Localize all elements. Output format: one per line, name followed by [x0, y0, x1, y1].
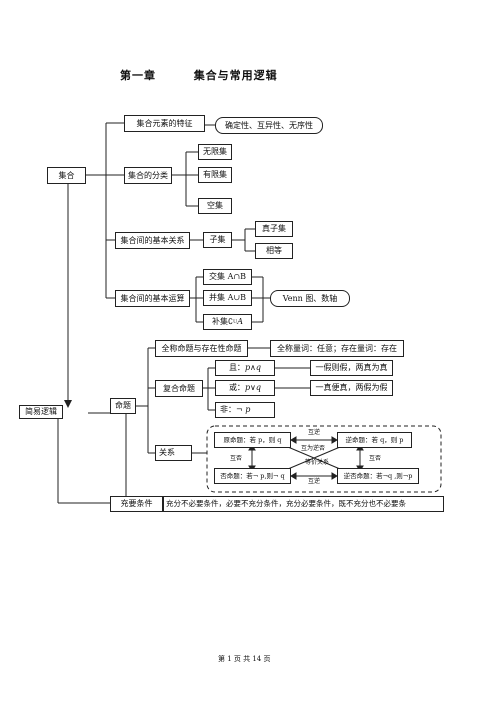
chapter-number: 第一章: [120, 69, 156, 82]
subset-node: 子集: [203, 232, 232, 248]
equal-sets-node: 相等: [255, 243, 293, 259]
arrowhead: [331, 472, 338, 480]
arrow: [287, 446, 341, 470]
venn-diagram-node: Venn 图、数轴: [270, 290, 350, 307]
conditions-detail-node: 充分不必要条件，必要不充分条件，充分必要条件，既不充分也不必要条: [163, 496, 444, 512]
converse-proposition: 逆命题：若 q，则 p: [337, 432, 412, 448]
set-classification-node: 集合的分类: [124, 167, 172, 184]
not-label: 非：: [220, 405, 236, 414]
arrowhead: [290, 436, 297, 444]
contrapositive-pair-label: 互为逆否: [301, 445, 326, 452]
and-expression: p∧q: [244, 363, 262, 372]
mutual-converse-top-label: 互逆: [308, 429, 321, 436]
not-expression: ¬ p: [236, 405, 251, 414]
chapter-title: 第一章 集合与常用逻辑: [120, 67, 278, 83]
inverse-proposition: 否命题：若¬ p,则¬ q: [214, 468, 291, 484]
arrowhead: [64, 400, 72, 408]
proposition-node: 命题: [110, 398, 136, 414]
mutual-negation-right-label: 互否: [369, 455, 382, 462]
intersection-node: 交集 A∩B: [203, 269, 252, 285]
or-node: 或：p∨q: [215, 380, 275, 396]
chapter-name: 集合与常用逻辑: [193, 69, 278, 82]
set-operations-node: 集合间的基本运算: [115, 290, 190, 307]
contrapositive-proposition: 逆否命题：若¬q ,则¬p: [337, 468, 419, 484]
infinite-set-node: 无限集: [198, 144, 232, 160]
compound-proposition-node: 复合命题: [155, 380, 203, 397]
logic-root-node: 简易逻辑: [19, 405, 63, 419]
mutual-negation-left-label: 互否: [230, 455, 243, 462]
and-label: 且：: [228, 363, 245, 372]
quantifier-proposition-node: 全称命题与存在性命题: [155, 340, 248, 357]
quantifiers-node: 全称量词：任意；存在量词：存在: [270, 340, 404, 357]
equivalence-label: 等价关系: [305, 459, 330, 466]
and-rule-node: 一假则假，两真为真: [310, 360, 393, 376]
not-node: 非：¬ p: [215, 402, 275, 418]
empty-set-node: 空集: [198, 198, 232, 214]
and-node: 且：p∧q: [215, 360, 275, 376]
set-relations-node: 集合间的基本关系: [115, 232, 190, 249]
set-features-detail: 确定性、互异性、无序性: [215, 117, 323, 134]
arrowhead: [331, 436, 338, 444]
finite-set-node: 有限集: [198, 167, 232, 183]
relations-frame: [206, 425, 442, 493]
complement-universe: U: [233, 318, 238, 325]
mutual-converse-bottom-label: 互逆: [308, 478, 321, 485]
original-proposition: 原命题：若 p，则 q: [214, 432, 291, 448]
complement-var: A: [237, 317, 244, 326]
page-footer: 第 1 页 共 14 页: [218, 655, 271, 663]
complement-label: 补集∁: [211, 317, 234, 326]
or-rule-node: 一真便真，两假为假: [310, 380, 393, 396]
conditions-node: 充要条件: [110, 496, 163, 512]
set-root-node: 集合: [47, 167, 86, 184]
proper-subset-node: 真子集: [255, 221, 293, 237]
union-node: 并集 A∪B: [203, 290, 252, 306]
arrowhead: [290, 472, 297, 480]
or-label: 或：: [228, 383, 245, 392]
relation-node: 关系: [155, 445, 192, 461]
or-expression: p∨q: [244, 383, 262, 392]
set-features-node: 集合元素的特征: [124, 115, 205, 132]
